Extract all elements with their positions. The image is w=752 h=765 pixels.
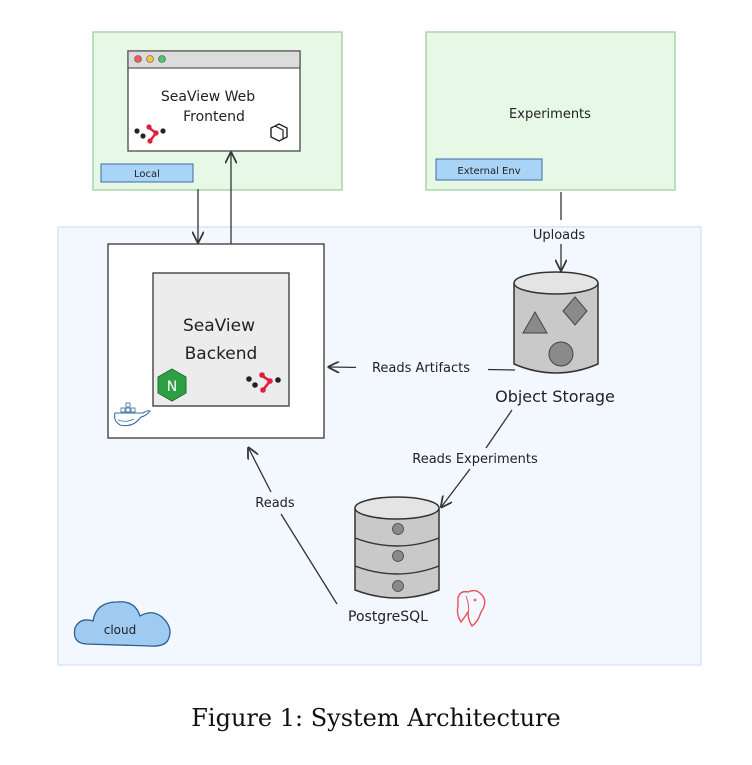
backend-title-line2: Backend [185,344,258,364]
cloud-label: cloud [104,623,137,637]
backend-container: SeaView Backend N [107,243,325,439]
frontend-title-line2: Frontend [183,109,245,125]
frontend-title-line1: SeaView Web [161,89,255,105]
diamond-shape [562,296,588,326]
object-storage-cylinder [513,271,599,374]
local-tag: Local [100,163,194,183]
seaview-logo-icon [134,124,166,144]
external-env-tag: External Env [435,158,543,181]
docker-whale-icon [114,402,151,427]
edge-reads-top [249,449,272,493]
db-disk-dot-3 [392,580,404,592]
edge-reads-artifacts-label: Reads Artifacts [372,361,470,376]
window-close-dot [134,55,142,63]
edge-reads-experiments-top [485,409,513,449]
triangle-shape [522,310,548,334]
db-disk-dot-2 [392,550,404,562]
window-maximize-dot [158,55,166,63]
postgres-cylinder [354,496,440,599]
cloud-icon: cloud [73,601,171,647]
postgres-label: PostgreSQL [348,609,428,625]
nginx-icon-label: N [167,379,177,395]
hexagon-icon [270,123,288,142]
experiments-title: Experiments [509,107,591,122]
edge-reads-label: Reads [255,496,295,511]
edge-uploads-label: Uploads [533,228,586,243]
figure-caption: Figure 1: System Architecture [191,704,561,732]
frontend-window: SeaView Web Frontend [127,50,301,152]
external-env-tag-label: External Env [457,166,520,177]
backend-title-line1: SeaView [183,316,255,336]
object-storage-label: Object Storage [495,387,615,406]
circle-shape [548,341,574,367]
local-tag-label: Local [134,169,160,180]
postgres-elephant-icon [456,589,486,627]
window-minimize-dot [146,55,154,63]
edge-reads-artifacts-label-bg [356,358,488,376]
db-disk-dot-1 [392,523,404,535]
backend-seaview-logo-icon [246,372,281,393]
nginx-icon: N [157,368,187,402]
edge-reads-experiments-label: Reads Experiments [412,452,538,467]
edge-reads-bottom [280,513,338,605]
edge-reads-experiments-bottom [442,468,471,506]
